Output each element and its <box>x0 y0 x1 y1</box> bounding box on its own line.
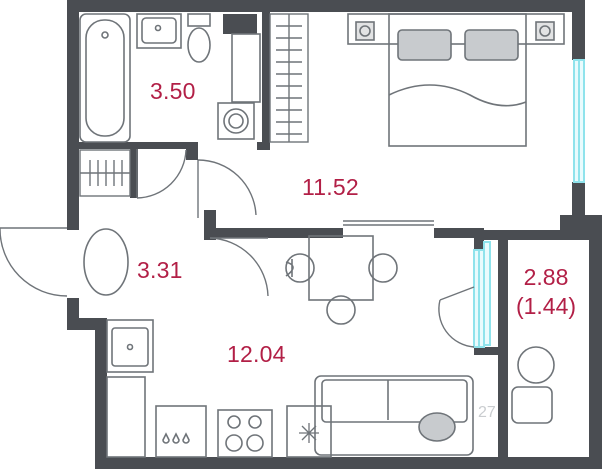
kitchen <box>106 319 332 458</box>
bathtub <box>79 13 131 143</box>
hallway-pouf <box>83 228 129 296</box>
dining-set <box>285 235 398 325</box>
balcony-furniture <box>511 346 555 424</box>
balcony-area-label: 2.88 <box>523 264 569 290</box>
stove <box>217 409 273 458</box>
walls <box>67 0 602 469</box>
washing-machine <box>217 102 255 140</box>
bedroom-area-label: 11.52 <box>302 174 359 200</box>
wardrobe-bedroom <box>269 13 309 143</box>
sofa <box>314 375 474 456</box>
bathroom-fixtures <box>79 13 261 143</box>
balcony-area-block: 2.88 (1.44) <box>514 263 578 321</box>
bathroom-area-label: 3.50 <box>150 78 196 104</box>
bathroom-sink <box>136 13 182 49</box>
kitchen-living-area-label: 12.04 <box>227 341 286 367</box>
windows <box>473 59 585 348</box>
fridge <box>286 405 332 458</box>
bed <box>347 13 565 147</box>
hallway-area-label: 3.31 <box>137 257 183 283</box>
balcony-reduced-area-label: (1.44) <box>515 293 577 319</box>
doors <box>0 149 475 348</box>
wardrobe-hallway <box>79 149 131 197</box>
watermark: 27 <box>478 404 496 421</box>
toilet <box>187 13 211 27</box>
